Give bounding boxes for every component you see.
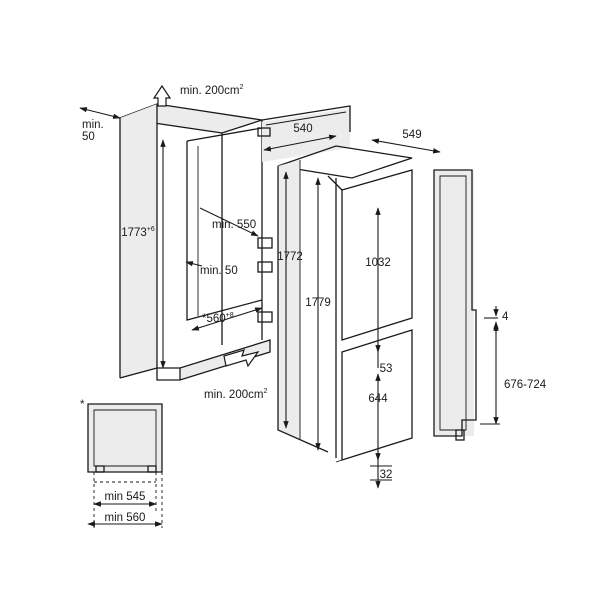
- top-gap-value: 50: [82, 131, 95, 143]
- niche-cabinet: [117, 103, 271, 381]
- door-gap-label: 53: [380, 363, 393, 375]
- niche-width-dimension: [191, 307, 263, 331]
- fridge-door-label: 1032: [365, 257, 391, 269]
- side-profile: [433, 169, 477, 441]
- appliance-body: [277, 145, 413, 463]
- appliance-depth-label: 540: [293, 123, 312, 135]
- panel-range-label: 676-724: [504, 379, 547, 391]
- niche-width-label: *560+8: [202, 312, 234, 325]
- top-vent-label: min. 200cm2: [180, 84, 243, 97]
- detail-view: [87, 403, 163, 528]
- appliance-height-label: 1772: [277, 251, 303, 263]
- door-depth-label: 549: [402, 129, 421, 141]
- top-gap-label: min.: [82, 119, 104, 131]
- niche-depth-dimension: [199, 207, 259, 237]
- overall-height-label: 1779: [305, 297, 331, 309]
- detail-marker: *: [80, 399, 85, 411]
- niche-height-label: 1773+6: [121, 226, 155, 239]
- bottom-airflow-arrow: [223, 349, 260, 368]
- door-depth-dimension: [371, 138, 441, 154]
- appliance-depth-dimension: [263, 134, 337, 152]
- side-gap-label: min. 50: [200, 265, 238, 277]
- min-width-2-label: min 560: [105, 512, 146, 524]
- top-gap-dimension: [79, 107, 121, 119]
- side-gap-dimension: [185, 261, 203, 267]
- min-width-1-label: min 545: [105, 491, 146, 503]
- niche-depth-label: min. 550: [212, 219, 256, 231]
- foot-gap-label: 32: [380, 469, 393, 481]
- freezer-door-label: 644: [368, 393, 388, 405]
- bottom-vent-label: min. 200cm2: [204, 388, 267, 401]
- panel-gap-label: 4: [502, 311, 509, 323]
- top-airflow-arrow: [152, 84, 172, 107]
